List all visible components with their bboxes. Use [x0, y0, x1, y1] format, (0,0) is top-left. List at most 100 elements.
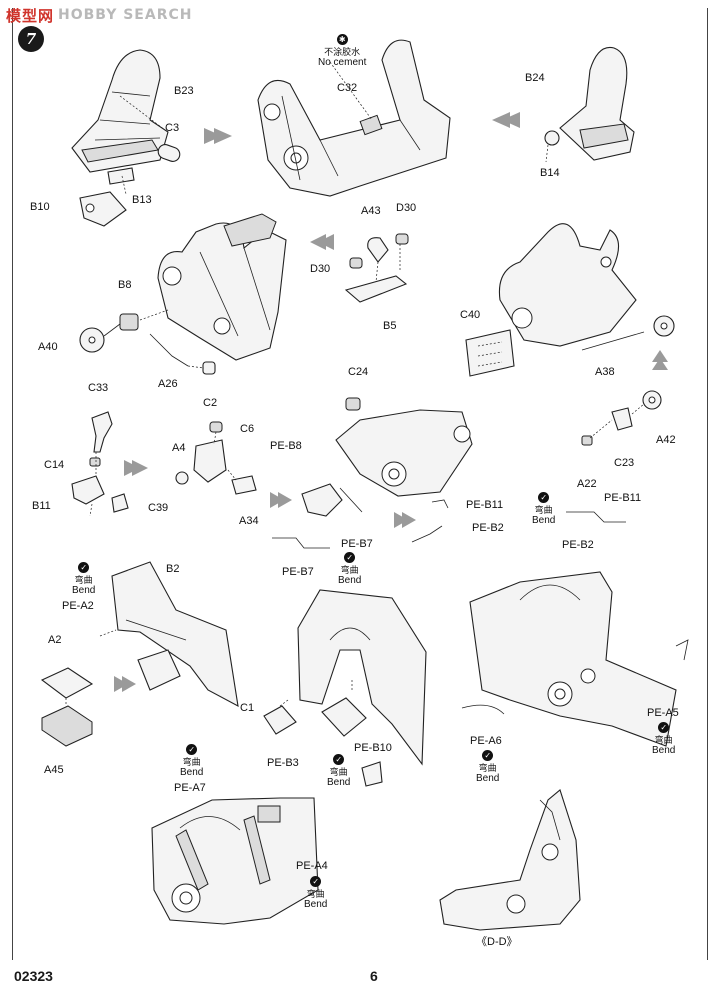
- part-label-a4: A4: [172, 442, 186, 454]
- part-label-a45: A45: [44, 764, 64, 776]
- part-label-c2: C2: [203, 397, 218, 409]
- drawing-b2-panel: [40, 561, 239, 747]
- drawing-c6-a34: [175, 421, 257, 495]
- no-cement-icon: ✱: [336, 34, 348, 45]
- part-label-pe-a7: PE-A7: [174, 782, 206, 794]
- watermark-logo: 模型网: [6, 6, 55, 25]
- part-label-pe-a6: PE-A6: [470, 735, 502, 747]
- bend-note-en: Bend: [180, 767, 204, 778]
- part-label-c23: C23: [614, 457, 635, 469]
- bend-icon: ✓: [310, 876, 322, 887]
- bend-note-cn: 弯曲: [329, 767, 348, 777]
- arrow-right-3: [270, 492, 292, 508]
- arrow-right-4: [394, 512, 416, 528]
- part-label-pe-b2-left: PE-B2: [472, 522, 504, 534]
- watermark-text: HOBBY SEARCH: [58, 7, 193, 23]
- drawing-c32-gearbox: [257, 39, 451, 197]
- drawing-gearbox-c40: [465, 223, 675, 377]
- bend-icon: ✓: [344, 552, 356, 563]
- bend-note-pe-b11: ✓ 弯曲 Bend: [532, 492, 555, 526]
- part-label-c33: C33: [88, 382, 109, 394]
- part-label-pe-a5: PE-A5: [647, 707, 679, 719]
- bend-note-pe-a4: ✓ 弯曲 Bend: [304, 876, 327, 910]
- arrow-up-1: [652, 350, 668, 370]
- bend-note-en: Bend: [532, 515, 556, 526]
- no-cement-note-cn: 不涂胶水: [324, 47, 361, 57]
- part-label-a2: A2: [48, 634, 62, 646]
- no-cement-note: ✱ 不涂胶水 No cement: [318, 34, 366, 68]
- arrow-right-5: [114, 676, 136, 692]
- arrow-left-1: [492, 112, 520, 128]
- part-label-pe-b11-left: PE-B11: [466, 499, 504, 511]
- bend-note-cn: 弯曲: [74, 575, 93, 585]
- bend-note-pe-a6: ✓ 弯曲 Bend: [476, 750, 499, 784]
- drawing-c33-lever: [71, 411, 129, 517]
- part-label-c24: C24: [348, 366, 369, 378]
- part-label-b10: B10: [30, 201, 50, 213]
- no-cement-note-en: No cement: [318, 57, 367, 68]
- drawing-front-panel: [263, 589, 427, 787]
- part-label-c6: C6: [240, 423, 255, 435]
- bend-note-en: Bend: [72, 585, 96, 596]
- bend-note-pe-b7: ✓ 弯曲 Bend: [338, 552, 361, 586]
- bend-note-en: Bend: [338, 575, 362, 586]
- bend-icon: ✓: [78, 562, 90, 573]
- bend-note-pe-a2: ✓ 弯曲 Bend: [72, 562, 95, 596]
- bend-icon: ✓: [658, 722, 670, 733]
- drawing-a43-b5: [344, 233, 409, 303]
- bend-note-cn: 弯曲: [478, 763, 497, 773]
- bend-note-en: Bend: [327, 777, 351, 788]
- part-label-c39: C39: [148, 502, 169, 514]
- drawing-b24-frame: [544, 46, 635, 163]
- part-label-pe-b3: PE-B3: [267, 757, 299, 769]
- part-label-a42: A42: [656, 434, 676, 446]
- bend-note-en: Bend: [652, 745, 676, 756]
- bend-note-pe-a7: ✓ 弯曲 Bend: [180, 744, 203, 778]
- part-label-b11: B11: [32, 500, 51, 512]
- bend-note-cn: 弯曲: [340, 565, 359, 575]
- part-label-pe-a2: PE-A2: [62, 600, 94, 612]
- part-label-d30-left: D30: [310, 263, 331, 275]
- part-label-pe-b8: PE-B8: [270, 440, 302, 452]
- part-label-a38: A38: [595, 366, 615, 378]
- drawing-compartment-interior: [151, 797, 319, 925]
- part-label-pe-b11-right: PE-B11: [604, 492, 642, 504]
- step-number-badge: 7: [18, 26, 44, 52]
- bend-note-cn: 弯曲: [306, 889, 325, 899]
- bend-note-pe-b10: ✓ 弯曲 Bend: [327, 754, 350, 788]
- part-label-b24: B24: [525, 72, 545, 84]
- part-label-c1: C1: [240, 702, 255, 714]
- part-label-pe-b2-right: PE-B2: [562, 539, 594, 551]
- drawing-dd-view: [439, 789, 581, 931]
- arrow-right-1: [204, 128, 232, 144]
- part-label-pe-b7-left: PE-B7: [282, 566, 314, 578]
- part-label-c32: C32: [337, 82, 358, 94]
- part-label-b2: B2: [166, 563, 180, 575]
- part-label-a26: A26: [158, 378, 178, 390]
- part-label-a34: A34: [239, 515, 259, 527]
- bend-icon: ✓: [186, 744, 198, 755]
- arrow-right-2: [124, 460, 148, 476]
- page-frame: [12, 8, 708, 960]
- bend-note-cn: 弯曲: [654, 735, 673, 745]
- bend-icon: ✓: [482, 750, 494, 761]
- drawing-compartment-assembly: [461, 571, 689, 747]
- page-number: 6: [370, 968, 378, 984]
- product-code: 02323: [14, 968, 53, 984]
- part-label-pe-a4: PE-A4: [296, 860, 328, 872]
- part-label-c14: C14: [44, 459, 65, 471]
- bend-note-cn: 弯曲: [182, 757, 201, 767]
- part-label-b8: B8: [118, 279, 132, 291]
- view-label-dd: 《D-D》: [476, 936, 518, 948]
- part-label-a22: A22: [577, 478, 597, 490]
- bend-icon: ✓: [333, 754, 345, 765]
- part-label-c40: C40: [460, 309, 481, 321]
- part-label-a43: A43: [361, 205, 381, 217]
- bend-note-en: Bend: [476, 773, 500, 784]
- part-label-b14: B14: [540, 167, 560, 179]
- part-label-c3: C3: [165, 122, 180, 134]
- part-label-d30-top: D30: [396, 202, 417, 214]
- part-label-pe-b10: PE-B10: [354, 742, 392, 754]
